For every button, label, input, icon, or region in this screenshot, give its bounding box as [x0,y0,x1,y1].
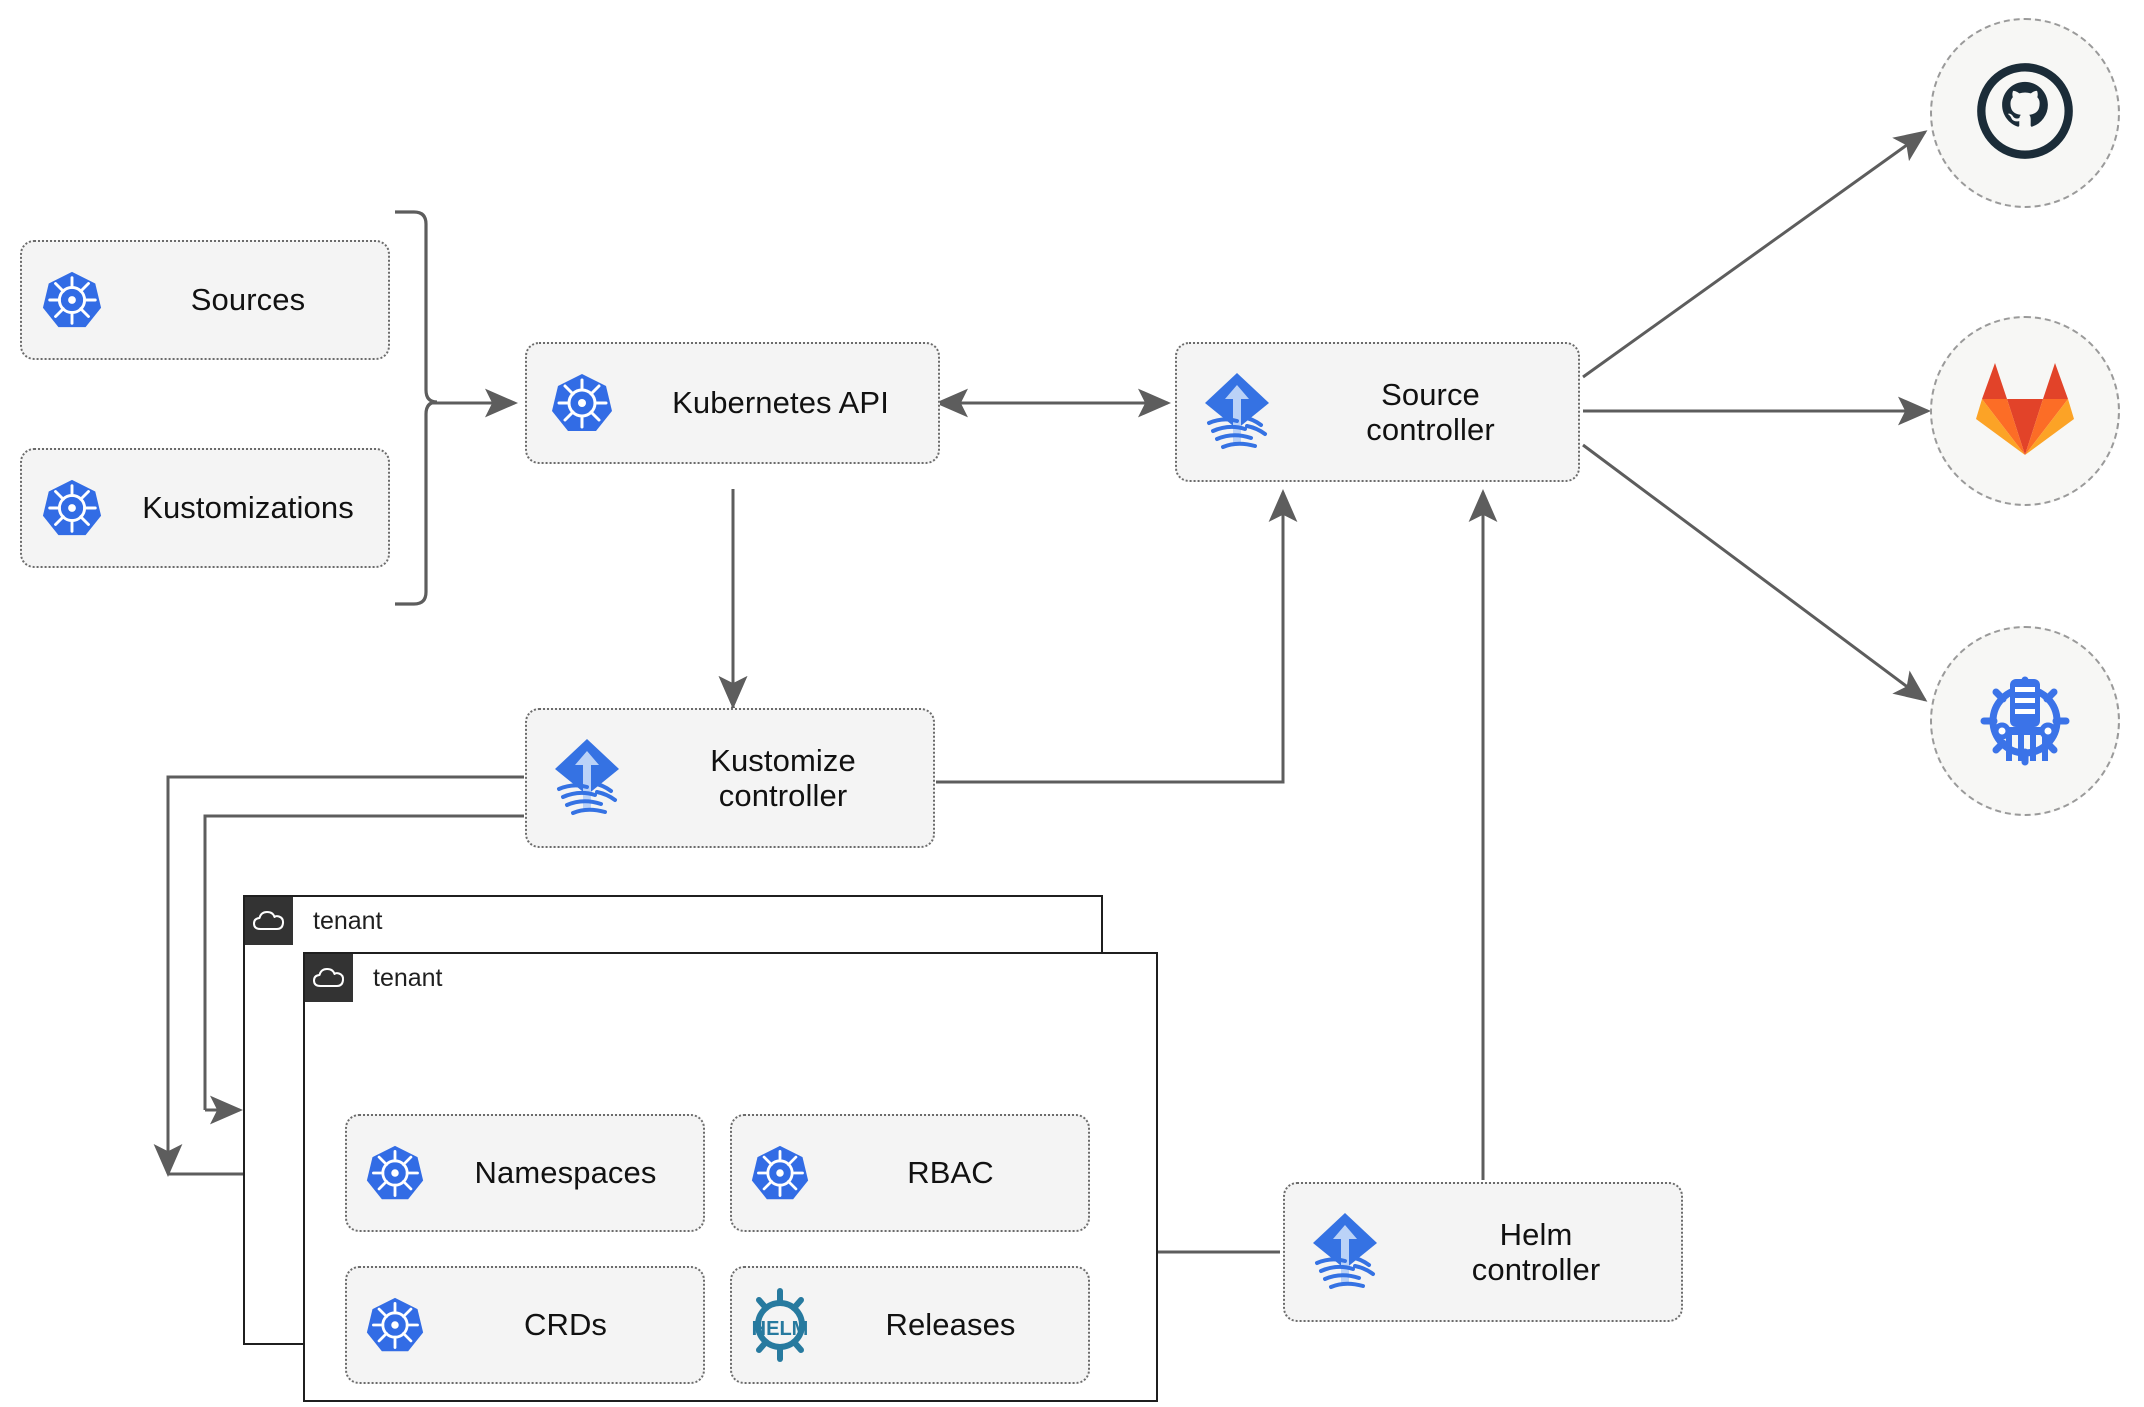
node-label: RBAC [907,1155,994,1191]
cloud-icon [245,897,293,945]
tenant-label: tenant [373,963,443,992]
provider-github[interactable] [1930,18,2120,208]
node-label: Namespaces [474,1155,657,1191]
gitlab-icon [1973,359,2077,464]
node-label: Source controller [1366,376,1495,447]
node-rbac[interactable]: RBAC [730,1114,1090,1232]
kubernetes-icon [527,371,637,435]
kubernetes-icon [347,1143,442,1203]
node-label: Helm controller [1471,1216,1601,1287]
node-releases[interactable]: HELM Releases [730,1266,1090,1384]
node-helm-controller[interactable]: Helm controller [1283,1182,1683,1322]
node-kustomizations[interactable]: Kustomizations [20,448,390,568]
bucket-icon [1970,664,2080,779]
kubernetes-icon [732,1143,827,1203]
tenant-header: tenant [305,954,443,1002]
svg-text:HELM: HELM [751,1318,808,1340]
tenant-label: tenant [313,906,383,935]
node-kustomize-controller[interactable]: Kustomize controller [525,708,935,848]
kubernetes-icon [22,477,122,539]
cloud-icon [305,954,353,1002]
node-kubernetes-api[interactable]: Kubernetes API [525,342,940,464]
provider-gitlab[interactable] [1930,316,2120,506]
tenant-container-inner[interactable]: tenant [303,952,1158,1402]
kubernetes-icon [22,269,122,331]
flux-icon [527,737,647,819]
flux-icon [1285,1211,1405,1293]
flux-icon [1177,371,1297,453]
kubernetes-icon [347,1295,442,1355]
node-namespaces[interactable]: Namespaces [345,1114,705,1232]
github-icon [1973,59,2077,168]
node-label: Kustomize controller [710,742,856,813]
node-sources[interactable]: Sources [20,240,390,360]
helm-icon: HELM [732,1287,827,1363]
node-source-controller[interactable]: Source controller [1175,342,1580,482]
node-crds[interactable]: CRDs [345,1266,705,1384]
node-label: Sources [190,282,306,318]
node-label: CRDs [523,1307,608,1343]
node-label: Releases [885,1307,1016,1343]
node-label: Kubernetes API [672,385,889,421]
node-label: Kustomizations [142,490,354,526]
tenant-header: tenant [245,897,383,945]
provider-bucket[interactable] [1930,626,2120,816]
